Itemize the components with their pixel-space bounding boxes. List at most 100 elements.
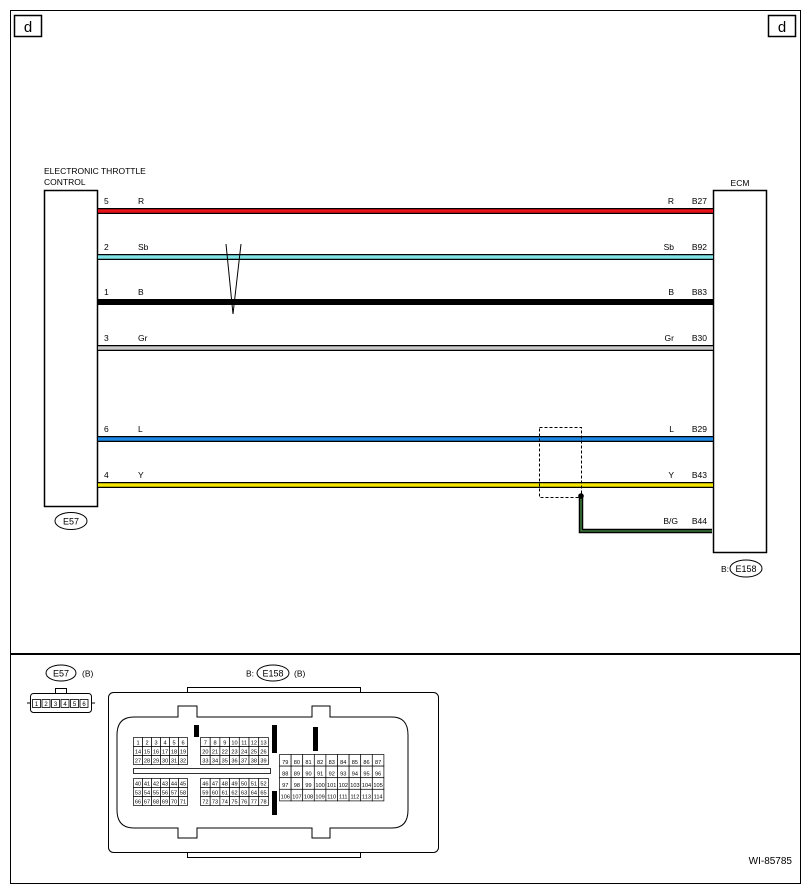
e158-pin-label: 44 <box>171 781 177 787</box>
e158-pin-label: 74 <box>222 799 228 805</box>
e158-pin-label: 29 <box>153 758 159 764</box>
throttle-control-label-line1: ELECTRONIC THROTTLE <box>44 166 146 176</box>
wire-left-color-code: Sb <box>138 242 149 252</box>
e158-pin-label: 7 <box>204 740 207 746</box>
e158-pin-label: 87 <box>375 760 381 766</box>
corner-tag-left <box>13 14 43 38</box>
e158-pin-label: 85 <box>352 760 358 766</box>
e158-pin-label: 17 <box>162 749 168 755</box>
corner-tag-right-text: d <box>778 19 786 36</box>
e158-pin-label: 93 <box>340 772 346 778</box>
e158-pin-label: 32 <box>180 758 186 764</box>
e158-pin-label: 22 <box>222 749 228 755</box>
e158-pin-label: 49 <box>231 781 237 787</box>
e158-pin-label: 78 <box>260 799 266 805</box>
e57-pin-label: 6 <box>82 702 86 708</box>
e158-view-suffix: (B) <box>294 669 306 679</box>
e158-pin-label: 104 <box>362 783 371 789</box>
e158-pin-label: 67 <box>144 799 150 805</box>
e158-pin-label: 82 <box>317 760 323 766</box>
e158-pin-label: 46 <box>202 781 208 787</box>
e57-view-suffix: (B) <box>82 669 94 679</box>
throttle-control-label-line2: CONTROL <box>44 177 86 187</box>
wire-left-pin: 2 <box>104 242 109 252</box>
e158-pin-label: 62 <box>231 790 237 796</box>
e57-pin-label: 1 <box>35 702 39 708</box>
throttle-control-box <box>43 189 99 508</box>
e158-pin-label: 8 <box>213 740 216 746</box>
wire-right-color-code: Y <box>668 470 674 480</box>
e158-pin-label: 4 <box>163 740 166 746</box>
e158-pin-label: 83 <box>329 760 335 766</box>
e57-latch <box>55 688 67 694</box>
e158-pin-label: 28 <box>144 758 150 764</box>
e158-key-3 <box>313 727 318 751</box>
wire-right-color-code: B <box>668 287 674 297</box>
e158-pin-label: 12 <box>251 740 257 746</box>
e57-pin-cell <box>60 699 70 708</box>
wire-right-color-code: L <box>669 424 674 434</box>
e158-pin-label: 35 <box>222 758 228 764</box>
e158-pin-label: 107 <box>292 795 301 801</box>
e57-view-badge <box>45 664 77 682</box>
e158-pin-label: 99 <box>305 783 311 789</box>
e57-pin-cell <box>79 699 89 708</box>
e158-pin-cell <box>371 788 385 802</box>
e158-pin-cell <box>258 755 269 765</box>
e158-pin-label: 11 <box>241 740 247 746</box>
e158-pin-label: 5 <box>172 740 175 746</box>
e158-pin-label: 3 <box>154 740 157 746</box>
ecm-box <box>712 189 768 554</box>
e158-view-prefix: B: <box>246 669 254 679</box>
e158-pin-label: 106 <box>281 795 290 801</box>
e158-pin-label: 20 <box>202 749 208 755</box>
e158-pin-label: 15 <box>144 749 150 755</box>
e158-pin-label: 23 <box>231 749 237 755</box>
shield-junction-dot <box>578 493 584 499</box>
e57-view-label: E57 <box>53 669 69 679</box>
e158-pin-label: 39 <box>260 758 266 764</box>
wire-left-color-code: L <box>138 424 143 434</box>
wire-right-pin: B29 <box>692 424 707 434</box>
wire-left-pin: 5 <box>104 196 109 206</box>
e158-pin-label: 56 <box>162 790 168 796</box>
e158-pin-label: 114 <box>374 795 383 801</box>
wire-right-pin: B27 <box>692 196 707 206</box>
e158-pin-label: 58 <box>180 790 186 796</box>
e158-view-badge <box>256 664 290 682</box>
e158-pin-label: 76 <box>241 799 247 805</box>
e158-pin-cell <box>178 755 188 765</box>
e158-pin-label: 95 <box>363 772 369 778</box>
e158-pin-label: 112 <box>350 795 359 801</box>
e158-pin-label: 75 <box>231 799 237 805</box>
e158-pin-label: 61 <box>222 790 228 796</box>
shield-wire-pin: B44 <box>692 516 707 526</box>
e158-pin-label: 113 <box>362 795 371 801</box>
e158-pin-label: 6 <box>181 740 184 746</box>
e158-pin-label: 105 <box>373 783 382 789</box>
wire-left-color-code: Gr <box>138 333 148 343</box>
e158-pin-label: 94 <box>352 772 358 778</box>
wire-left-pin: 6 <box>104 424 109 434</box>
e158-pin-cell <box>258 796 269 806</box>
e158-pin-label: 70 <box>171 799 177 805</box>
wire-left-color-code: R <box>138 196 144 206</box>
wire-left-color-code: Y <box>138 470 144 480</box>
connector-e57-badge <box>54 512 88 530</box>
e158-pin-label: 24 <box>241 749 247 755</box>
e158-pin-label: 36 <box>231 758 237 764</box>
e158-pin-label: 60 <box>212 790 218 796</box>
e158-pin-label: 30 <box>162 758 168 764</box>
e158-pin-label: 52 <box>260 781 266 787</box>
corner-tag-right <box>767 14 797 38</box>
wire-left-color-code: B <box>138 287 144 297</box>
e57-pin-label: 5 <box>73 702 77 708</box>
e158-pin-label: 25 <box>251 749 257 755</box>
